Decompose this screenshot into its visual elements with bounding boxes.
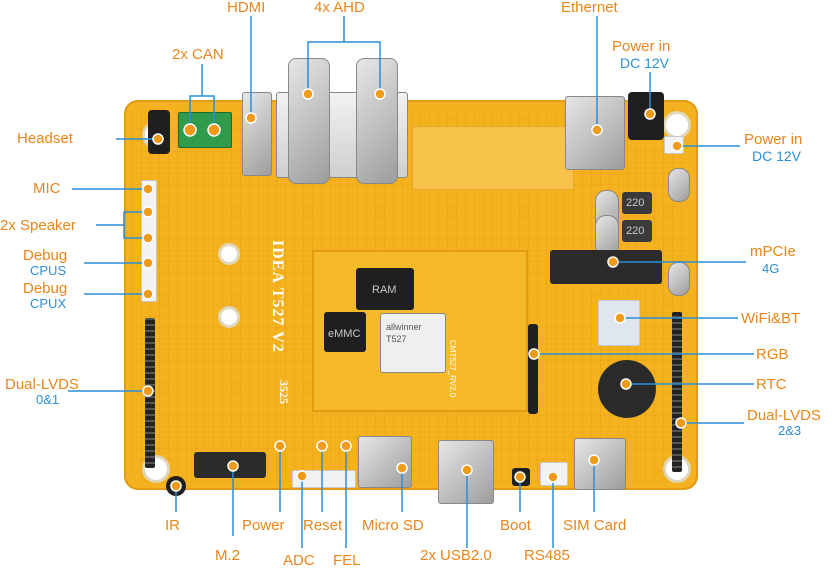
ram-chip [356,268,414,310]
rtc-label: RTC [756,376,787,393]
mounting-hole [218,306,240,328]
rs485-connector [540,462,568,486]
fel-marker [340,440,352,452]
headset-jack [148,110,170,154]
inductor-label: 220 [626,225,645,237]
sim-card-slot [574,438,626,490]
dual-lvds-left-label-2: 0&1 [36,392,60,407]
emmc-chip [324,312,366,352]
micro-sd-marker [396,462,408,474]
speaker-label: 2x Speaker [0,217,76,234]
mic-marker [142,183,154,195]
power-right-label-2: DC 12V [752,148,802,164]
headset-label: Headset [17,130,73,147]
board-code-silkscreen: 3525 [277,380,291,404]
mpcie-marker [607,256,619,268]
rgb-marker [528,348,540,360]
debug-cpux-marker [142,288,154,300]
debug-cpux-label-2: CPUX [30,296,67,311]
ahd-marker [374,88,386,100]
debug-cpux-label-1: Debug [23,280,68,297]
power-button-label: Power [242,517,285,534]
inductor [622,192,652,214]
wifi-bt-label: WiFi&BT [741,310,801,327]
headset-marker [152,133,164,145]
dual-lvds-right-label-1: Dual-LVDS [747,407,821,424]
power-top-marker [644,108,656,120]
speaker-marker [142,206,154,218]
hdmi-label: HDMI [227,0,266,16]
usb-marker [461,464,473,476]
adc-label: ADC [283,552,315,569]
wifi-bt-marker [614,312,626,324]
m2-label: M.2 [215,547,241,564]
power-right-label-1: Power in [744,131,803,148]
dual-lvds-right-marker [675,417,687,429]
soc-brand: allwinner [386,322,422,332]
ram-chip-label: RAM [372,284,397,296]
ir-marker [170,480,182,492]
debug-cpus-label-1: Debug [23,247,68,264]
can-marker [183,123,197,137]
power-top-label-1: Power in [612,38,671,55]
rgb-label: RGB [756,346,789,363]
capacitor [668,168,690,202]
power-right-marker [671,140,683,152]
power-btn-marker [274,440,286,452]
adc-fel-connectors [292,470,356,488]
ahd-leader [307,41,381,94]
inductor [622,220,652,242]
fel-label: FEL [333,552,361,569]
power-top-label-2: DC 12V [620,55,670,71]
adc-marker [296,470,308,482]
m2-marker [227,460,239,472]
ahd-marker [302,88,314,100]
sim-marker [588,454,600,466]
mpcie-label-2: 4G [762,261,780,276]
micro-sd-slot [358,436,412,488]
mpcie-slot [550,250,662,284]
ethernet-label: Ethernet [561,0,618,16]
micro-sd-label: Micro SD [362,517,424,534]
inductor-label: 220 [626,197,645,209]
ahd-label: 4x AHD [314,0,365,16]
hdmi-marker [245,112,257,124]
ir-label: IR [165,517,180,534]
sim-card-label: SIM Card [563,517,627,534]
mic-label: MIC [33,180,61,197]
debug-cpus-marker [142,257,154,269]
mounting-hole [663,111,691,139]
dual-lvds-left-marker [142,385,154,397]
rgb-connector [528,324,538,414]
ethernet-marker [591,124,603,136]
soc-chip [380,313,446,373]
boot-label: Boot [500,517,531,534]
can-label: 2x CAN [172,46,224,63]
can-marker [207,123,221,137]
board-model-silkscreen: IDEA T527 V2 [269,240,286,353]
som-marking: CMT527_RV2.0 [448,340,457,398]
lvds-header-right [672,312,682,472]
soc-model: T527 [386,334,407,344]
mounting-hole [218,243,240,265]
reset-marker [316,440,328,452]
emmc-chip-label: eMMC [328,328,361,340]
rs485-label: RS485 [524,547,570,564]
can-leader [189,95,215,128]
rtc-marker [620,378,632,390]
ahd-bnc-connector [288,58,330,184]
ahd-bnc-connector [356,58,398,184]
dual-lvds-right-label-2: 2&3 [778,423,802,438]
hdmi-connector [242,92,272,176]
usb-label: 2x USB2.0 [420,547,492,564]
speaker-marker [142,232,154,244]
mpcie-label-1: mPCIe [750,243,796,260]
dual-lvds-left-label-1: Dual-LVDS [5,376,79,393]
boot-marker [514,471,526,483]
rs485-marker [547,471,559,483]
reset-label: Reset [303,517,343,534]
debug-cpus-label-2: CPUS [30,263,67,278]
